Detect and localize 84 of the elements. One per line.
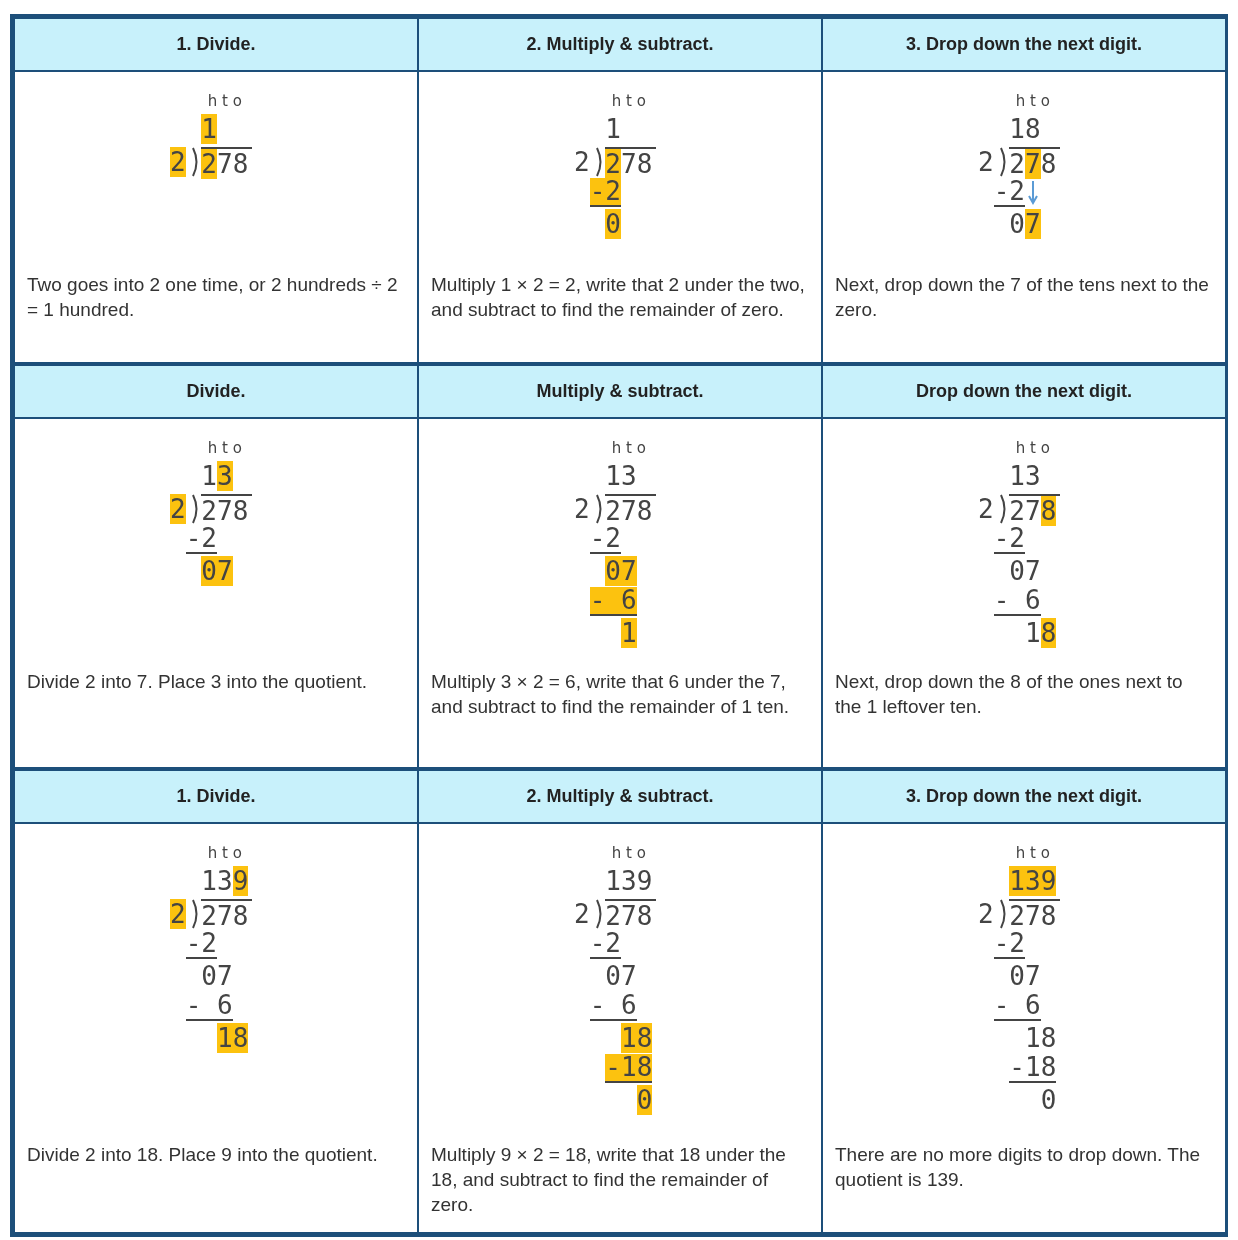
step-description: Divide 2 into 7. Place 3 into the quotient. (27, 670, 369, 694)
dividend: 278 (605, 494, 657, 526)
subtracted-number: -2 (185, 525, 217, 554)
divisor: 2 (978, 899, 994, 929)
place-value-label: h t o (206, 844, 243, 862)
subtracted-number: -2 (993, 930, 1025, 959)
divisor: 2 (978, 147, 994, 177)
dividend: 278 (1009, 147, 1061, 179)
place-value-label: h t o (610, 92, 647, 110)
remainder: 07 (605, 556, 637, 586)
remainder: 07 (201, 961, 233, 991)
divisor: 2 (574, 899, 590, 929)
place-value-label: h t o (1014, 92, 1051, 110)
column-header: 1. Divide. (13, 769, 419, 824)
column-header: 3. Drop down the next digit. (821, 17, 1227, 72)
place-value-label: h t o (1014, 439, 1051, 457)
dividend: 278 (605, 899, 657, 931)
dividend: 278 (1009, 899, 1061, 931)
step-description: Next, drop down the 8 of the ones next to the 1 leftover ten. (835, 670, 1184, 719)
remainder: 07 (201, 556, 233, 586)
divisor: 2 (574, 494, 590, 524)
subtracted-number: -18 (1009, 1054, 1057, 1083)
quotient: 1 (605, 114, 621, 144)
divisor: 2 (170, 494, 186, 524)
quotient: 139 (605, 866, 653, 896)
dividend: 278 (1009, 494, 1061, 526)
quotient: 13 (605, 461, 637, 491)
subtracted-number: -2 (589, 178, 621, 207)
column-header: Drop down the next digit. (821, 364, 1227, 419)
subtracted-number: -2 (993, 525, 1025, 554)
quotient: 139 (201, 866, 249, 896)
subtracted-number: - 6 (993, 587, 1041, 616)
divisor: 2 (170, 899, 186, 929)
dividend: 278 (605, 147, 657, 179)
quotient: 1 (201, 114, 217, 144)
remainder: 0 (605, 209, 621, 239)
dividend: 278 (201, 899, 253, 931)
step-description: Multiply 3 × 2 = 6, write that 6 under the 7, and subtract to find the remainder of 1 ten. (431, 670, 791, 719)
column-header: 3. Drop down the next digit. (821, 769, 1227, 824)
quotient: 13 (201, 461, 233, 491)
divisor: 2 (170, 147, 186, 177)
remainder: 18 (621, 1023, 653, 1053)
step-description: Divide 2 into 18. Place 9 into the quotient. (27, 1143, 379, 1167)
quotient: 18 (1009, 114, 1041, 144)
remainder: 07 (1009, 209, 1041, 239)
remainder: 07 (1009, 961, 1041, 991)
place-value-label: h t o (610, 844, 647, 862)
divisor: 2 (574, 147, 590, 177)
subtracted-number: -2 (185, 930, 217, 959)
subtracted-number: -2 (589, 525, 621, 554)
column-header: 2. Multiply & subtract. (417, 17, 823, 72)
column-header: 1. Divide. (13, 17, 419, 72)
dividend: 278 (201, 147, 253, 179)
subtracted-number: - 6 (993, 992, 1041, 1021)
column-header: Multiply & subtract. (417, 364, 823, 419)
subtracted-number: -2 (993, 178, 1025, 207)
column-header: 2. Multiply & subtract. (417, 769, 823, 824)
quotient: 139 (1009, 866, 1057, 896)
column-header: Divide. (13, 364, 419, 419)
step-description: Two goes into 2 one time, or 2 hundreds ÷ 2 = 1 hundred. (27, 273, 399, 322)
subtracted-number: - 6 (589, 587, 637, 616)
place-value-label: h t o (206, 439, 243, 457)
remainder: 07 (605, 961, 637, 991)
step-description: Next, drop down the 7 of the tens next to the zero. (835, 273, 1210, 322)
subtracted-number: - 6 (589, 992, 637, 1021)
step-description: Multiply 1 × 2 = 2, write that 2 under the two, and subtract to find the remainder of zero. (431, 273, 806, 322)
remainder: 07 (1009, 556, 1041, 586)
remainder: 18 (1025, 618, 1057, 648)
place-value-label: h t o (206, 92, 243, 110)
remainder: 18 (1025, 1023, 1057, 1053)
place-value-label: h t o (610, 439, 647, 457)
step-description: There are no more digits to drop down. The quotient is 139. (835, 1143, 1202, 1192)
subtracted-number: -18 (605, 1054, 653, 1083)
step-description: Multiply 9 × 2 = 18, write that 18 under the 18, and subtract to find the remainder of zero. (431, 1143, 787, 1217)
subtracted-number: -2 (589, 930, 621, 959)
place-value-label: h t o (1014, 844, 1051, 862)
remainder: 0 (636, 1085, 653, 1115)
remainder: 18 (217, 1023, 249, 1053)
quotient: 13 (1009, 461, 1041, 491)
remainder: 1 (621, 618, 637, 648)
remainder: 0 (1040, 1085, 1057, 1115)
subtracted-number: - 6 (185, 992, 233, 1021)
divisor: 2 (978, 494, 994, 524)
dividend: 278 (201, 494, 253, 526)
